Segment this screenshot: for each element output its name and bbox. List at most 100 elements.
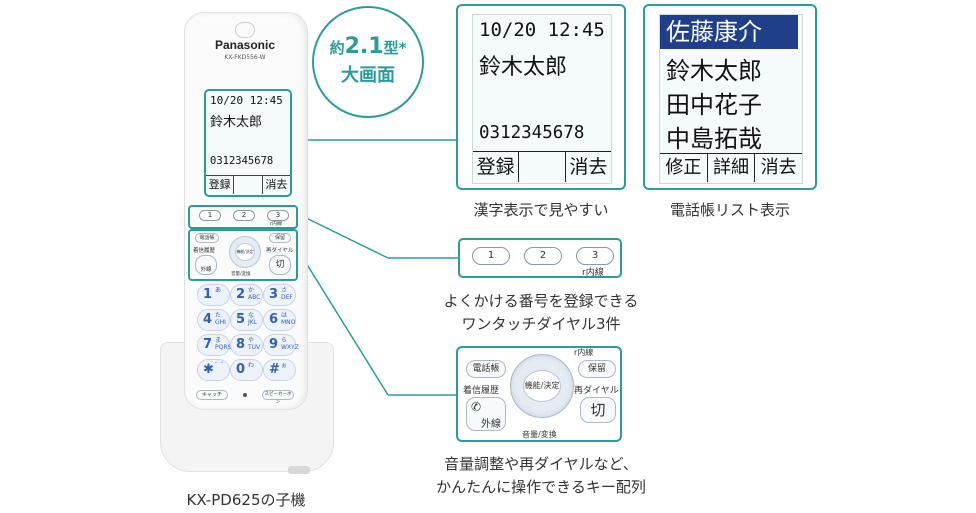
handset-onetouch-1[interactable]: 1	[199, 210, 221, 221]
zoom-redial-label: 再ダイヤル	[574, 386, 619, 396]
handset-history-label: 着信履歴	[193, 248, 216, 254]
handset-number: 0312345678	[210, 155, 274, 167]
zoom-function-caption-1: 音量調整や再ダイヤルなど、	[444, 455, 638, 473]
number-key-letters: や TUV	[248, 337, 261, 351]
catch-key[interactable]: キャッチ	[196, 390, 228, 400]
zoom-kanji-softkey-left: 登録	[473, 152, 520, 182]
number-key-letters: た GHI	[215, 312, 226, 326]
zoom-function-caption-2: かんたんに操作できるキー配列	[436, 478, 646, 496]
handset-screen: 10/20 12:45 鈴木太郎 0312345678 登録 消去	[204, 89, 292, 197]
handset-caption: KX-PD625の子機	[186, 491, 306, 509]
handset-phonebook-key[interactable]: 電話帳	[195, 233, 219, 243]
handset-onetouch-sub: r内線	[270, 221, 283, 227]
zoom-center-key[interactable]: 機能/決定	[523, 370, 561, 402]
number-key-digit: 5	[236, 312, 246, 327]
number-key-letters: あ	[215, 287, 222, 294]
number-key-digit: 1	[203, 287, 213, 302]
model-code: KX-FKD556-W	[224, 54, 266, 61]
zoom-onetouch-1[interactable]: 1	[472, 247, 510, 265]
zoom-kanji-caption: 漢字表示で見やすい	[473, 201, 609, 219]
handset-redial-label: 再ダイヤル	[266, 248, 294, 254]
zoom-list-screen: 佐藤康介 鈴木太郎 田中花子 中島拓哉 修正 詳細 消去	[659, 14, 803, 184]
brand-logo: Panasonic	[214, 38, 276, 52]
zoom-history-label: 着信履歴	[463, 386, 500, 396]
screen-size-badge: 約2.1型* 大画面	[312, 6, 424, 118]
zoom-volume-label: 音量/変換	[522, 430, 557, 439]
zoom-onetouch-2[interactable]: 2	[524, 247, 562, 265]
speaker-grille	[235, 22, 255, 38]
number-key-letters: な JKL	[248, 312, 258, 326]
handset-softkey-left: 登録	[206, 176, 235, 194]
number-key-digit: 7	[203, 337, 213, 352]
zoom-outside-key[interactable]: ✆ 外線	[466, 397, 506, 431]
number-key-9[interactable]: ✱゛゜	[197, 359, 230, 381]
zoom-hold-key[interactable]: 保留	[578, 360, 616, 378]
zoom-kanji-number: 0312345678	[479, 123, 585, 143]
zoom-list-entry-1[interactable]: 佐藤康介	[660, 15, 798, 49]
handset-softkeys: 登録 消去	[206, 175, 290, 194]
badge-value: 2.1	[344, 34, 384, 59]
zoom-onetouch-caption-1: よくかける番号を登録できる	[443, 292, 639, 310]
number-key-digit: #	[269, 362, 280, 377]
zoom-list-panel: 佐藤康介 鈴木太郎 田中花子 中島拓哉 修正 詳細 消去	[643, 4, 817, 190]
zoom-kanji-name: 鈴木太郎	[479, 55, 568, 80]
number-key-digit: 6	[269, 312, 279, 327]
handset-outside-key[interactable]: 外線	[195, 255, 217, 275]
speakerphone-key[interactable]: スピーカーホン	[262, 390, 294, 405]
charger-foot	[288, 466, 310, 474]
zoom-list-entry-4[interactable]: 中島拓哉	[666, 125, 762, 153]
zoom-phonebook-key[interactable]: 電話帳	[466, 360, 506, 378]
number-key-digit: ✱	[203, 362, 214, 377]
handset-outside-label: 外線	[200, 267, 212, 273]
mic-hole	[243, 393, 247, 397]
handset-function-area: 電話帳 着信履歴 外線 機能/決定 保留 再ダイヤル 切 音量/変換	[188, 229, 298, 281]
zoom-list-entry-3[interactable]: 田中花子	[666, 91, 762, 119]
number-key-11[interactable]: #ぉ	[263, 359, 296, 381]
number-key-letters: ぉ	[281, 362, 288, 369]
zoom-kanji-softkey-right: 消去	[569, 156, 608, 178]
badge-prefix: 約	[329, 39, 345, 57]
number-key-letters: わ	[248, 362, 255, 369]
zoom-kanji-softkeys: 登録 消去	[473, 151, 611, 182]
zoom-function-top-label: r内線	[574, 348, 594, 357]
number-key-digit: 0	[236, 362, 246, 377]
zoom-list-softkey-right: 消去	[760, 157, 797, 178]
handset-onetouch-3[interactable]: 3	[267, 210, 289, 221]
zoom-list-entry-2[interactable]: 鈴木太郎	[666, 57, 762, 85]
zoom-phone-icon: ✆	[471, 400, 482, 414]
handset-hold-key[interactable]: 保留	[269, 233, 291, 243]
number-key-digit: 8	[236, 337, 246, 352]
zoom-onetouch-3[interactable]: 3	[576, 247, 614, 265]
number-key-digit: 2	[236, 287, 246, 302]
zoom-list-softkey-mid: 詳細	[708, 154, 756, 182]
handset-off-key[interactable]: 切	[269, 255, 291, 275]
badge-suffix: 型*	[383, 39, 407, 57]
number-key-letters: ゛゜	[215, 362, 228, 369]
number-key-digit: 4	[203, 312, 213, 327]
zoom-list-softkeys: 修正 詳細 消去	[660, 153, 802, 182]
number-key-letters: ま PQRS	[215, 337, 232, 351]
handset-onetouch-area: 1 2 3 r内線	[188, 205, 298, 229]
zoom-onetouch-panel: 1 2 3 r内線	[458, 238, 622, 278]
zoom-kanji-softkey-mid	[519, 152, 566, 182]
handset-center-key[interactable]: 機能/決定	[235, 243, 255, 261]
number-key-digit: 9	[269, 337, 279, 352]
number-key-letters: は MNO	[281, 312, 296, 326]
handset-volume-label: 音量/変換	[231, 272, 251, 277]
zoom-onetouch-caption-2: ワンタッチダイヤル3件	[461, 315, 621, 333]
handset-onetouch-2[interactable]: 2	[233, 210, 255, 221]
zoom-off-key[interactable]: 切	[580, 397, 616, 423]
handset-softkey-right: 消去	[265, 178, 288, 191]
number-key-letters: か ABC	[248, 287, 261, 301]
handset-datetime: 10/20 12:45	[210, 94, 283, 107]
